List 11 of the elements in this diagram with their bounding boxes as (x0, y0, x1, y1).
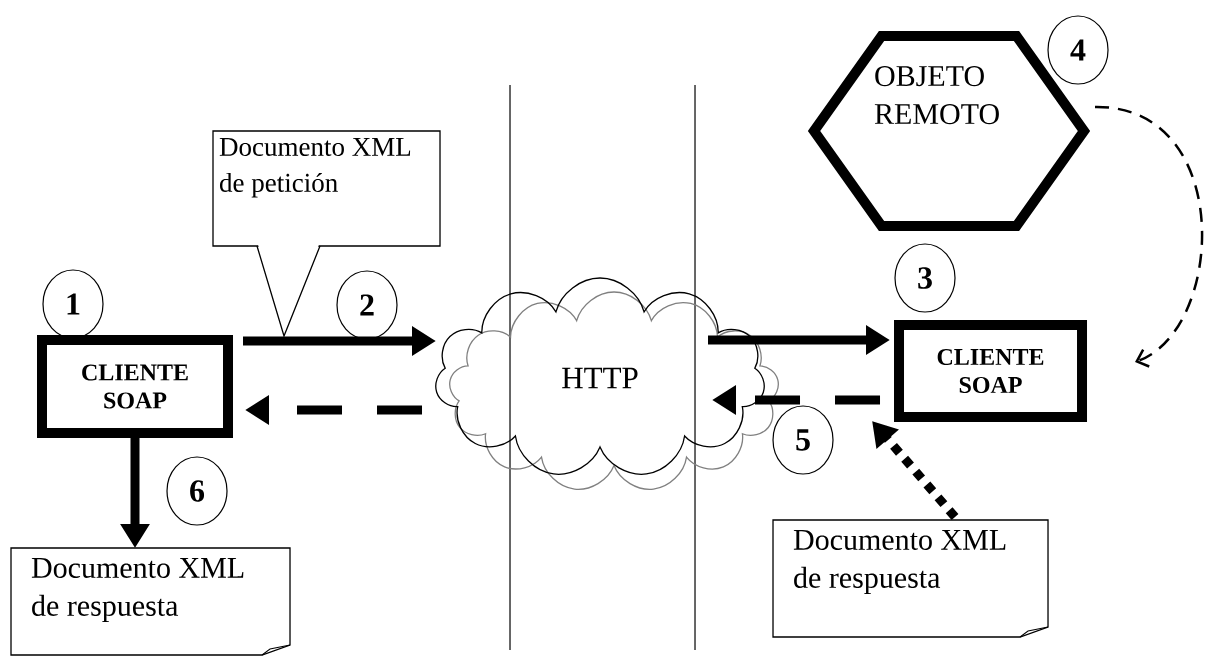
step-number: 2 (336, 270, 398, 340)
arrow (1094, 105, 1203, 368)
step-number: 4 (1047, 15, 1109, 85)
step-number: 3 (894, 243, 956, 313)
document-note: Documento XML de respuesta (10, 547, 291, 656)
step-number: 5 (772, 405, 834, 475)
document-note: Documento XML de respuesta (772, 519, 1049, 638)
client-box: CLIENTE SOAP (894, 320, 1087, 422)
client-box: CLIENTE SOAP (37, 335, 233, 438)
step-number: 6 (166, 456, 228, 526)
step-number: 1 (42, 269, 104, 339)
